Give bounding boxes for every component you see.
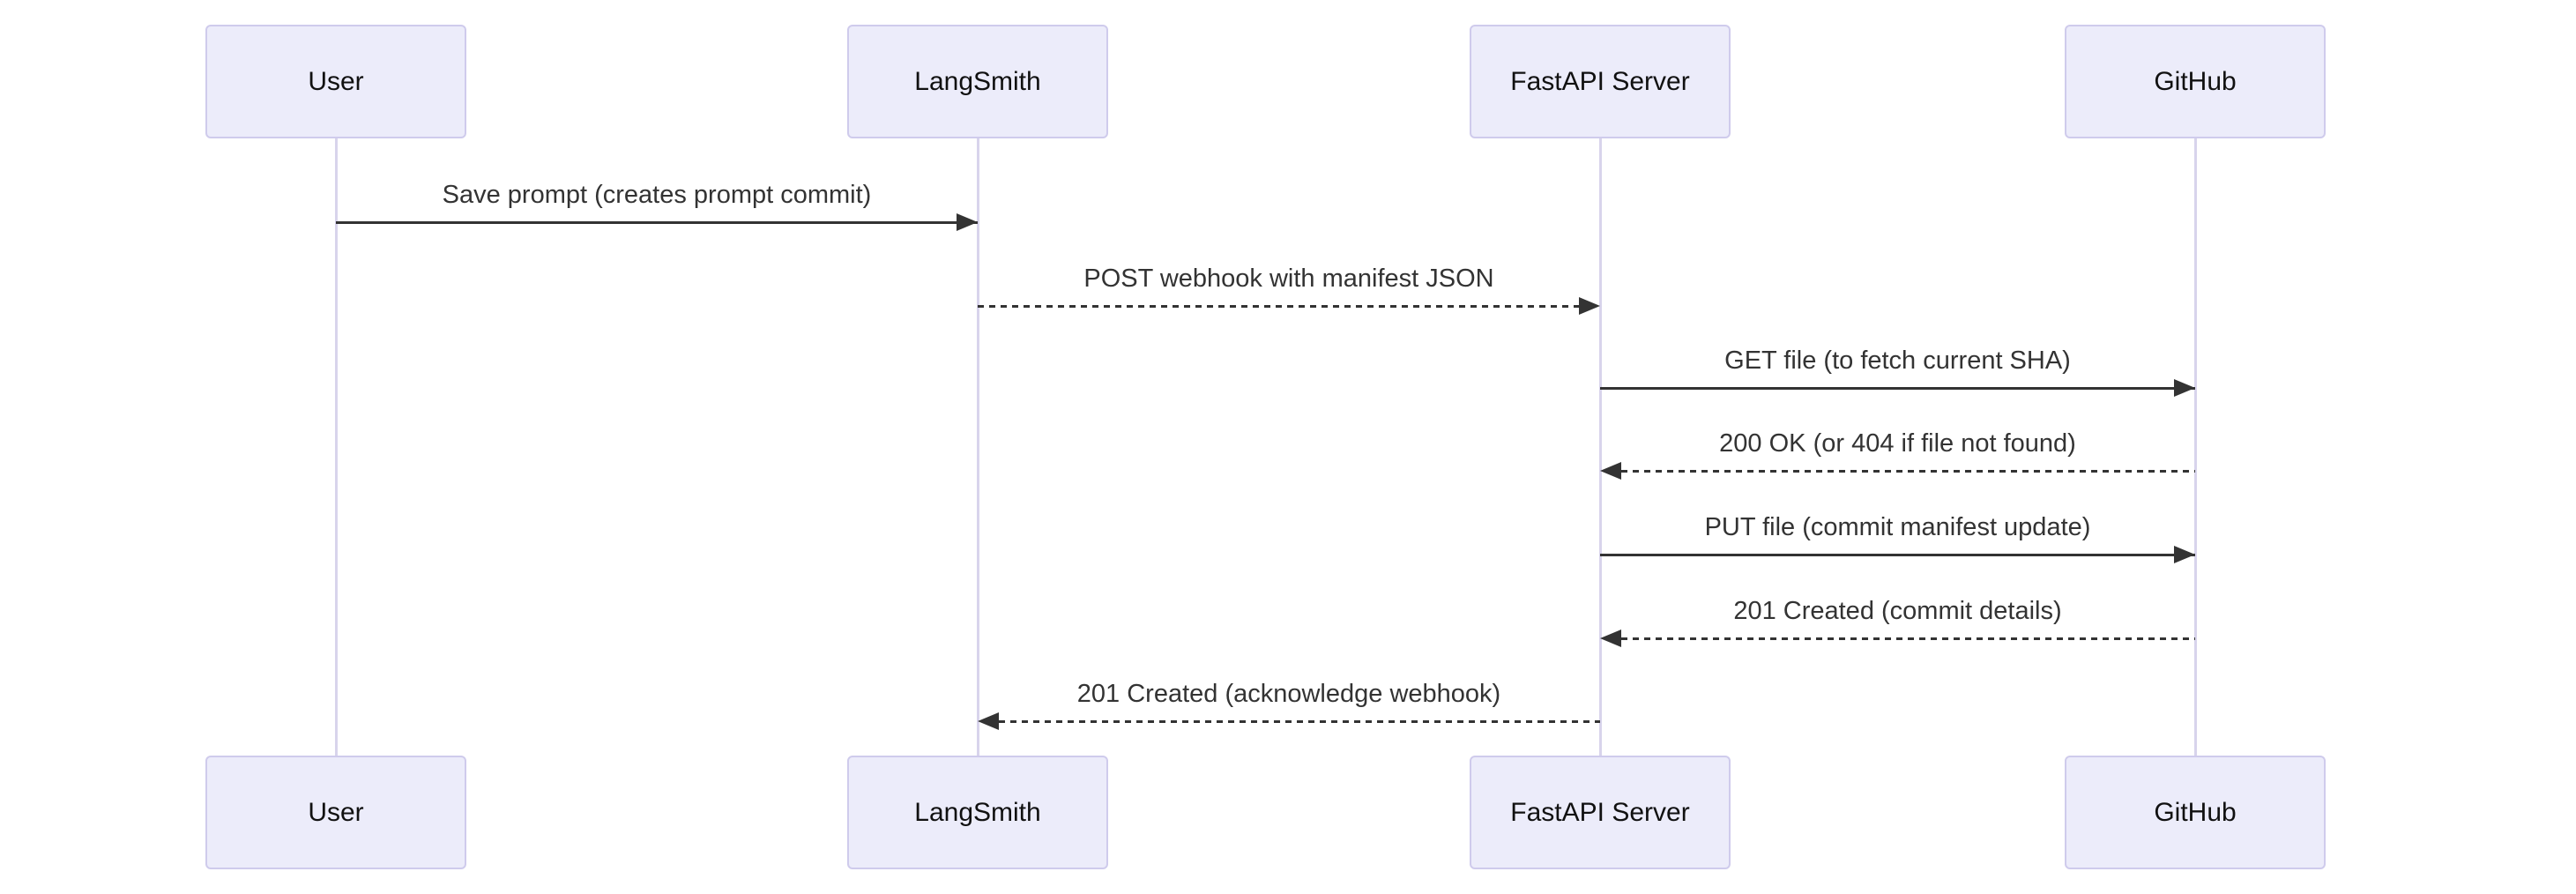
lifeline-langsmith xyxy=(976,138,979,756)
actor-label-langsmith: LangSmith xyxy=(914,66,1041,96)
message-1-line xyxy=(336,221,978,224)
message-6-line xyxy=(1621,637,2195,640)
message-6-arrowhead-left-icon xyxy=(1600,630,1621,647)
message-4-label: 200 OK (or 404 if file not found) xyxy=(1719,429,2076,458)
message-1-arrowhead-right-icon xyxy=(957,213,978,231)
message-5-line xyxy=(1600,554,2195,556)
actor-label-langsmith: LangSmith xyxy=(914,797,1041,827)
lifeline-user xyxy=(334,138,338,756)
message-7-line xyxy=(999,720,1600,723)
message-2-arrowhead-right-icon xyxy=(1579,297,1600,315)
actor-label-user: User xyxy=(308,797,364,827)
message-6-label: 201 Created (commit details) xyxy=(1733,597,2062,625)
actor-label-fastapi-server: FastAPI Server xyxy=(1510,66,1690,96)
message-7-label: 201 Created (acknowledge webhook) xyxy=(1076,680,1501,708)
message-2-label: POST webhook with manifest JSON xyxy=(1083,264,1494,293)
lifeline-fastapi-server xyxy=(1598,138,1602,756)
message-3-arrowhead-right-icon xyxy=(2174,379,2195,397)
actor-label-user: User xyxy=(308,66,364,96)
message-2-line xyxy=(978,305,1579,308)
message-4-line xyxy=(1621,470,2195,473)
lifeline-github xyxy=(2193,138,2197,756)
actor-box-github-top: GitHub xyxy=(2065,25,2326,138)
actor-box-langsmith-bottom: LangSmith xyxy=(847,756,1108,869)
actor-label-github: GitHub xyxy=(2154,797,2237,827)
message-3-line xyxy=(1600,387,2195,390)
message-5-label: PUT file (commit manifest update) xyxy=(1704,513,2091,541)
actor-box-fastapi-server-top: FastAPI Server xyxy=(1470,25,1731,138)
message-3-label: GET file (to fetch current SHA) xyxy=(1724,346,2071,375)
message-5-arrowhead-right-icon xyxy=(2174,546,2195,563)
actor-box-github-bottom: GitHub xyxy=(2065,756,2326,869)
actor-box-langsmith-top: LangSmith xyxy=(847,25,1108,138)
actor-label-github: GitHub xyxy=(2154,66,2237,96)
message-4-arrowhead-left-icon xyxy=(1600,462,1621,480)
actor-box-user-top: User xyxy=(205,25,466,138)
message-7-arrowhead-left-icon xyxy=(978,712,999,730)
actor-box-user-bottom: User xyxy=(205,756,466,869)
actor-box-fastapi-server-bottom: FastAPI Server xyxy=(1470,756,1731,869)
message-1-label: Save prompt (creates prompt commit) xyxy=(442,181,872,209)
actor-label-fastapi-server: FastAPI Server xyxy=(1510,797,1690,827)
